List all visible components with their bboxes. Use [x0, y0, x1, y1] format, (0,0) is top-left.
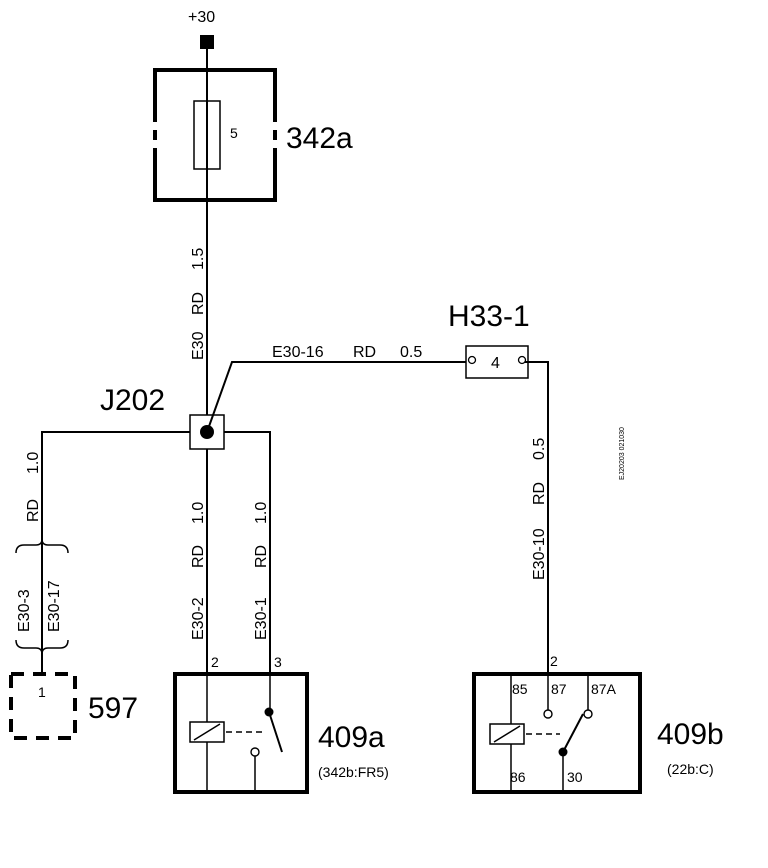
splice-label-top: E30-3 [16, 589, 33, 632]
connector-h33 [465, 345, 529, 379]
relay-409a-id: 409a [318, 721, 385, 754]
wire-e30-2-size: 1.0 [190, 502, 207, 524]
fuse-number: 5 [230, 125, 238, 141]
wire-597-color: RD [25, 499, 42, 522]
wire-h33-color: RD [353, 344, 376, 361]
wire-597-size: 1.0 [25, 452, 42, 474]
junction-id: J202 [100, 384, 165, 417]
connector-pin-left [467, 355, 477, 365]
fuse-box-342a [153, 68, 277, 202]
wire-e30-10-color: RD [531, 482, 548, 505]
wire-h33-code: E30-16 [272, 344, 324, 361]
relay-409b-pin-87a: 87A [591, 681, 617, 697]
relay-409b-ref: (22b:C) [667, 761, 714, 777]
wire-main-size: 1.5 [190, 248, 207, 270]
wire-e30-1-code: E30-1 [253, 597, 270, 640]
wire-to-h33 [206, 361, 468, 433]
wire-e30-2-code: E30-2 [190, 597, 207, 640]
relay-409a-pin-left: 2 [211, 654, 219, 670]
relay-409b-id: 409b [657, 718, 724, 751]
supply-terminal [200, 35, 214, 49]
relay-409b [472, 672, 642, 794]
relay-409b-pin-top: 2 [550, 653, 558, 669]
relay-409b-pin-86: 86 [510, 769, 526, 785]
splice-brace-top [15, 538, 69, 554]
wire-main-code: E30 [190, 331, 207, 360]
wire-h33-size: 0.5 [400, 344, 422, 361]
splice-label-bottom: E30-17 [46, 580, 63, 632]
relay-409b-pin-87: 87 [551, 681, 567, 697]
connector-id: H33-1 [448, 300, 530, 333]
relay-409a [173, 672, 309, 794]
relay-409a-pin-right: 3 [274, 654, 282, 670]
wire-e30-1 [224, 431, 271, 672]
splice-brace-bottom [15, 639, 69, 655]
supply-label: +30 [188, 9, 215, 26]
wire-e30-10 [525, 361, 549, 672]
relay-409b-pin-85: 85 [512, 681, 528, 697]
relay-409a-ref: (342b:FR5) [318, 764, 389, 780]
component-597 [9, 672, 77, 740]
fuse-box-id: 342a [286, 122, 353, 155]
drawing-code: EJ20203 021030 [619, 427, 626, 480]
relay-409b-pin-30: 30 [567, 769, 583, 785]
connector-pin-number: 4 [491, 355, 500, 372]
component-597-pin: 1 [38, 684, 46, 700]
component-597-id: 597 [88, 692, 138, 725]
wire-main-color: RD [190, 292, 207, 315]
wire-to-597 [41, 431, 190, 672]
wire-e30-10-size: 0.5 [531, 438, 548, 460]
wire-e30-2-color: RD [190, 545, 207, 568]
wire-e30-10-code: E30-10 [531, 528, 548, 580]
wire-e30-1-color: RD [253, 545, 270, 568]
connector-pin-right [517, 355, 527, 365]
wire-e30-1-size: 1.0 [253, 502, 270, 524]
